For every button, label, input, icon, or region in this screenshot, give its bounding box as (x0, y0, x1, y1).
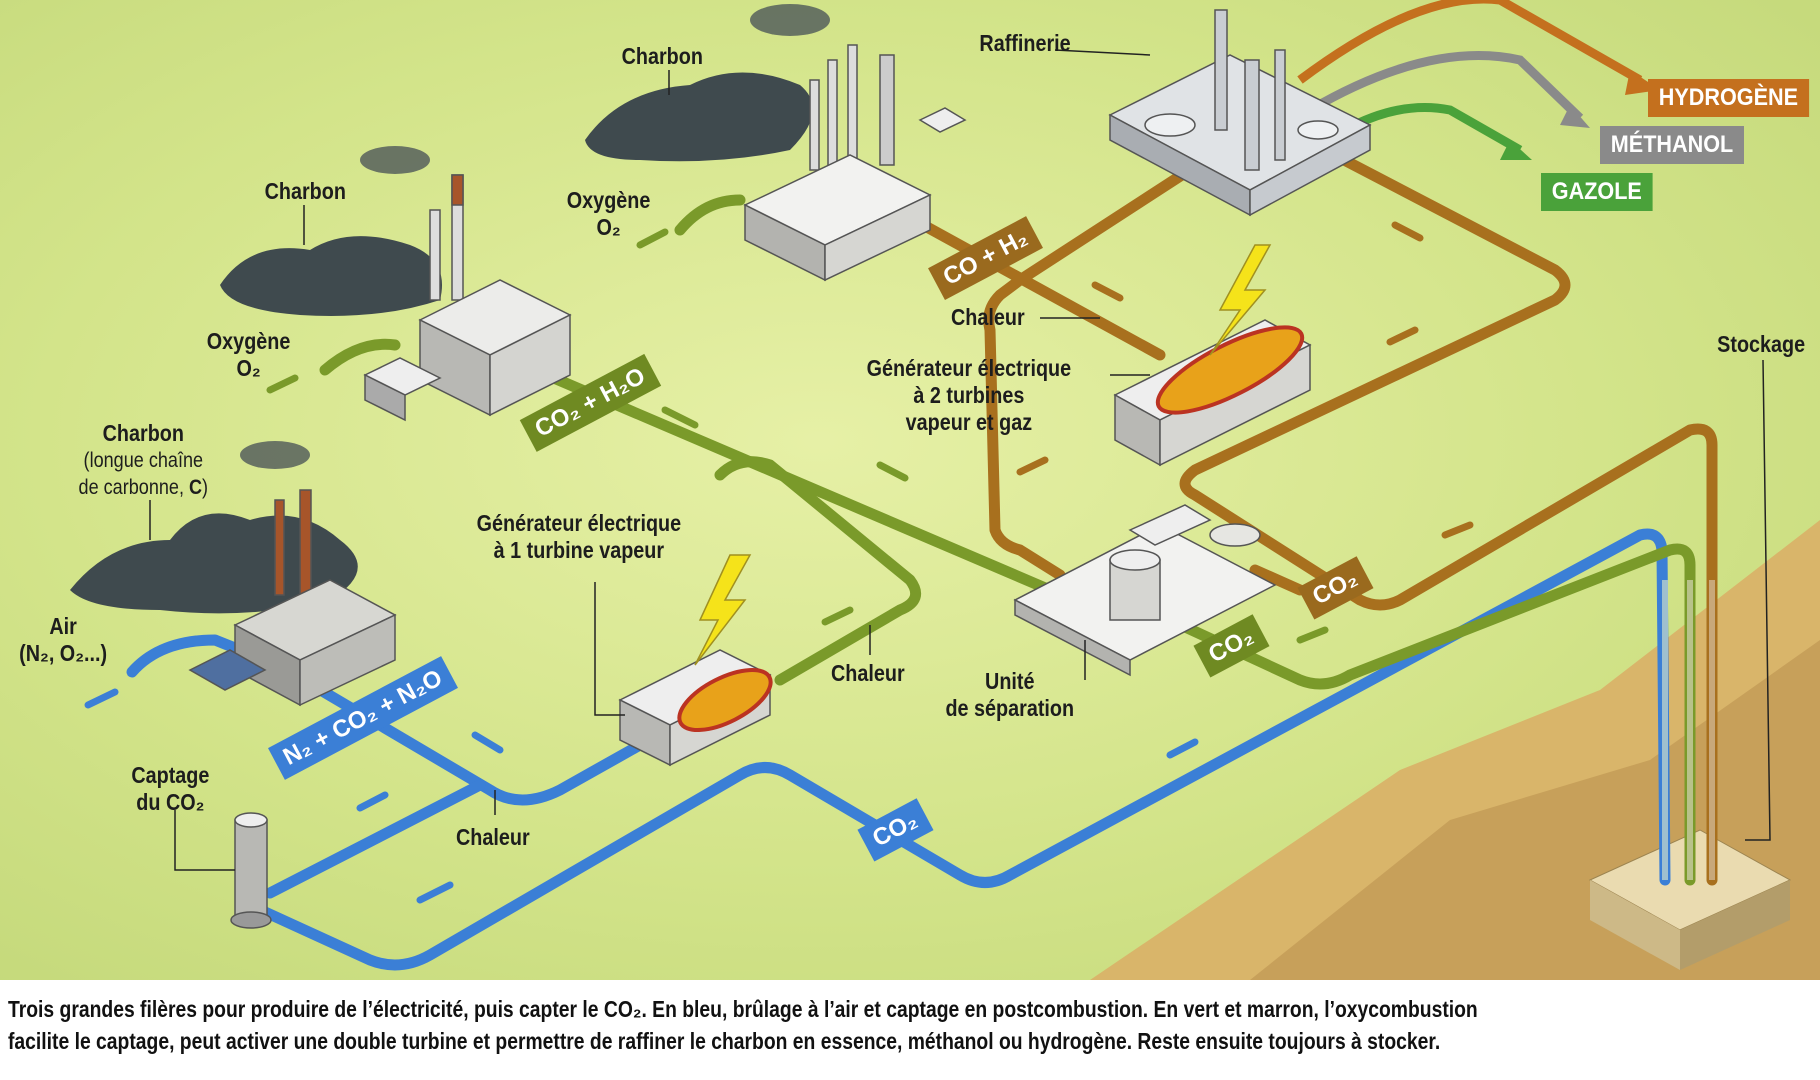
output-methanol: MÉTHANOL (1600, 126, 1744, 164)
smoke-icon (360, 146, 430, 174)
factory-oxy-icon (363, 174, 572, 422)
generator-2-turbines-icon (1113, 244, 1312, 467)
brown-pipe (983, 154, 1211, 581)
captage-line2: du CO₂ (136, 789, 205, 815)
brown-pipe (899, 209, 1166, 361)
brown-pipe (1249, 564, 1306, 596)
hydrogene-arrow (1297, 0, 1643, 84)
gen2-line3: vapeur et gaz (905, 409, 1033, 435)
coal-pile-icon (70, 513, 358, 614)
label-stockage: Stockage (1717, 331, 1806, 357)
lightning-icon (694, 554, 752, 666)
brown-pipe (1179, 144, 1718, 886)
label-charbon-mid: Charbon (264, 178, 346, 204)
green-pipe (714, 456, 922, 686)
output-hydrogene: HYDROGÈNE (1648, 79, 1809, 117)
blue-pipe (126, 634, 246, 678)
separation-line2: de séparation (945, 695, 1075, 721)
oxygene-top-text: Oxygène (566, 187, 651, 213)
separation-line1: Unité (985, 668, 1035, 694)
smoke-icon (240, 441, 310, 469)
green-pipe (319, 338, 401, 376)
leader-lines (149, 49, 1771, 871)
caption-line-1: Trois grandes filères pour produire de l… (8, 996, 1478, 1022)
blue-pipe (259, 528, 1671, 971)
oxygene-left-formula: O₂ (236, 355, 261, 381)
output-gazole: GAZOLE (1541, 173, 1653, 211)
label-charbon-top: Charbon (621, 43, 703, 69)
charbon-low-sub4: ) (202, 476, 209, 499)
air-formula: (N₂, O₂...) (19, 640, 108, 666)
factory-gasification-icon (743, 44, 967, 282)
charbon-low-sub3: C (188, 476, 203, 499)
methanol-arrowhead (1560, 105, 1590, 128)
oxygene-left-text: Oxygène (206, 328, 291, 354)
label-charbon-low: Charbon (longue chaîne de carbonne, C) (79, 420, 209, 501)
capture-column-icon (230, 812, 272, 929)
label-separation-unit: Unité de séparation (945, 668, 1074, 722)
gazole-arrowhead (1500, 140, 1532, 160)
label-generator-1-turbine: Générateur électrique à 1 turbine vapeur (477, 510, 681, 564)
coal-pile-icon (220, 236, 442, 316)
label-chaleur-low: Chaleur (455, 824, 530, 850)
flow-arrows (84, 221, 1474, 904)
smoke-icon (750, 4, 830, 36)
gazole-arrow (1342, 103, 1523, 154)
coal-pile-icon (585, 72, 813, 162)
generator-1-turbine-icon (618, 554, 773, 767)
figure-caption: Trois grandes filères pour produire de l… (8, 993, 1528, 1057)
label-raffinerie: Raffinerie (979, 30, 1071, 56)
charbon-low-sub1: (longue chaîne (83, 449, 204, 472)
label-generator-2-turbines: Générateur électrique à 2 turbines vapeu… (867, 355, 1071, 436)
oxygene-top-formula: O₂ (596, 214, 621, 240)
air-text: Air (49, 613, 77, 639)
methanol-arrow (1307, 51, 1584, 122)
diagram-artwork (70, 0, 1820, 980)
gen1-line1: Générateur électrique (476, 510, 682, 536)
label-captage: Captage du CO₂ (131, 762, 209, 816)
refinery-icon (1108, 9, 1372, 217)
charbon-low-title: Charbon (102, 420, 184, 446)
gen1-line2: à 1 turbine vapeur (493, 537, 665, 563)
label-air: Air (N₂, O₂...) (19, 613, 107, 667)
separation-unit-icon (1013, 504, 1277, 677)
charbon-low-sub2: de carbonne, (78, 476, 189, 499)
lightning-icon (1209, 244, 1272, 356)
green-pipe (1164, 543, 1696, 886)
storage-wells (1662, 580, 1715, 880)
captage-line1: Captage (131, 762, 210, 788)
gen2-line1: Générateur électrique (866, 355, 1072, 381)
caption-line-2: facilite le captage, peut activer une do… (8, 1028, 1441, 1054)
blue-pipe (284, 666, 646, 806)
label-chaleur-top: Chaleur (950, 304, 1025, 330)
blue-pipe (264, 779, 486, 899)
green-pipe (674, 194, 746, 236)
factory-air-icon (188, 489, 397, 707)
gen2-line2: à 2 turbines (913, 382, 1025, 408)
label-chaleur-mid: Chaleur (830, 660, 905, 686)
